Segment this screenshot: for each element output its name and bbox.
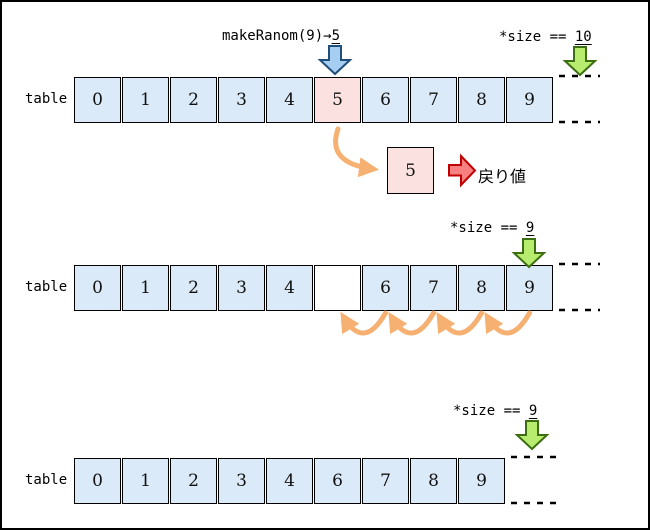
array-cell: 1 (122, 458, 169, 504)
size-label-2-value: 9 (525, 220, 535, 236)
array-cell: 2 (170, 77, 217, 123)
size-label-3-prefix: *size == (453, 403, 529, 419)
array-cell-empty (314, 265, 361, 311)
call-label-prefix: makeRanom(9)→ (222, 28, 332, 44)
size-pointer-arrow-icon (514, 420, 550, 451)
extracted-value-box: 5 (387, 147, 434, 194)
shift-arrow-icon (388, 310, 436, 336)
array-cell: 1 (122, 265, 169, 311)
shift-arrow-icon (484, 310, 532, 336)
shift-arrow-icon (436, 310, 484, 336)
array-cell: 3 (218, 77, 265, 123)
size-label-3: *size == 9 (453, 403, 537, 419)
array-cell: 9 (458, 458, 505, 504)
size-pointer-arrow-icon (562, 46, 598, 77)
size-pointer-arrow-icon (511, 238, 547, 269)
random-pointer-arrow-icon (317, 45, 353, 76)
array-cell: 7 (362, 458, 409, 504)
array-cell: 0 (74, 458, 121, 504)
make-random-call-label: makeRanom(9)→5 (222, 28, 340, 44)
array-cell: 6 (362, 77, 409, 123)
size-label-1: *size == 10 (499, 29, 592, 45)
table-label-3: table (25, 472, 68, 488)
array-cell: 3 (218, 265, 265, 311)
size-label-1-value: 10 (574, 29, 592, 45)
size-label-2-prefix: *size == (450, 220, 526, 236)
array-cell: 3 (218, 458, 265, 504)
array-cell: 1 (122, 77, 169, 123)
array-cell: 6 (314, 458, 361, 504)
array-cell: 2 (170, 265, 217, 311)
size-label-3-value: 9 (528, 403, 538, 419)
array-cell: 4 (266, 265, 313, 311)
return-value-label: 戻り値 (478, 169, 527, 186)
array-cell: 7 (410, 265, 457, 311)
array-cell: 4 (266, 77, 313, 123)
table-label-2: table (25, 279, 68, 295)
array-cell: 9 (506, 77, 553, 123)
array-cell: 0 (74, 265, 121, 311)
array-cell: 8 (458, 265, 505, 311)
array-cell: 2 (170, 458, 217, 504)
array-cell: 8 (410, 458, 457, 504)
array-cell: 0 (74, 77, 121, 123)
call-label-value: 5 (331, 28, 341, 44)
array-cell: 7 (410, 77, 457, 123)
array-row-3: 0 1 2 3 4 6 7 8 9 (74, 458, 505, 504)
shift-arrow-icon (340, 310, 388, 336)
array-cell: 8 (458, 77, 505, 123)
size-label-1-prefix: *size == (499, 29, 575, 45)
array-cell: 9 (506, 265, 553, 311)
array-row-2: 0 1 2 3 4 6 7 8 9 (74, 265, 553, 311)
size-label-2: *size == 9 (450, 220, 534, 236)
array-cell: 6 (362, 265, 409, 311)
array-row-1: 0 1 2 3 4 5 6 7 8 9 (74, 77, 553, 123)
array-cell-selected: 5 (314, 77, 361, 123)
table-label-1: table (25, 91, 68, 107)
return-arrow-icon (448, 153, 477, 188)
extract-arrow-icon (333, 126, 379, 178)
array-cell: 4 (266, 458, 313, 504)
